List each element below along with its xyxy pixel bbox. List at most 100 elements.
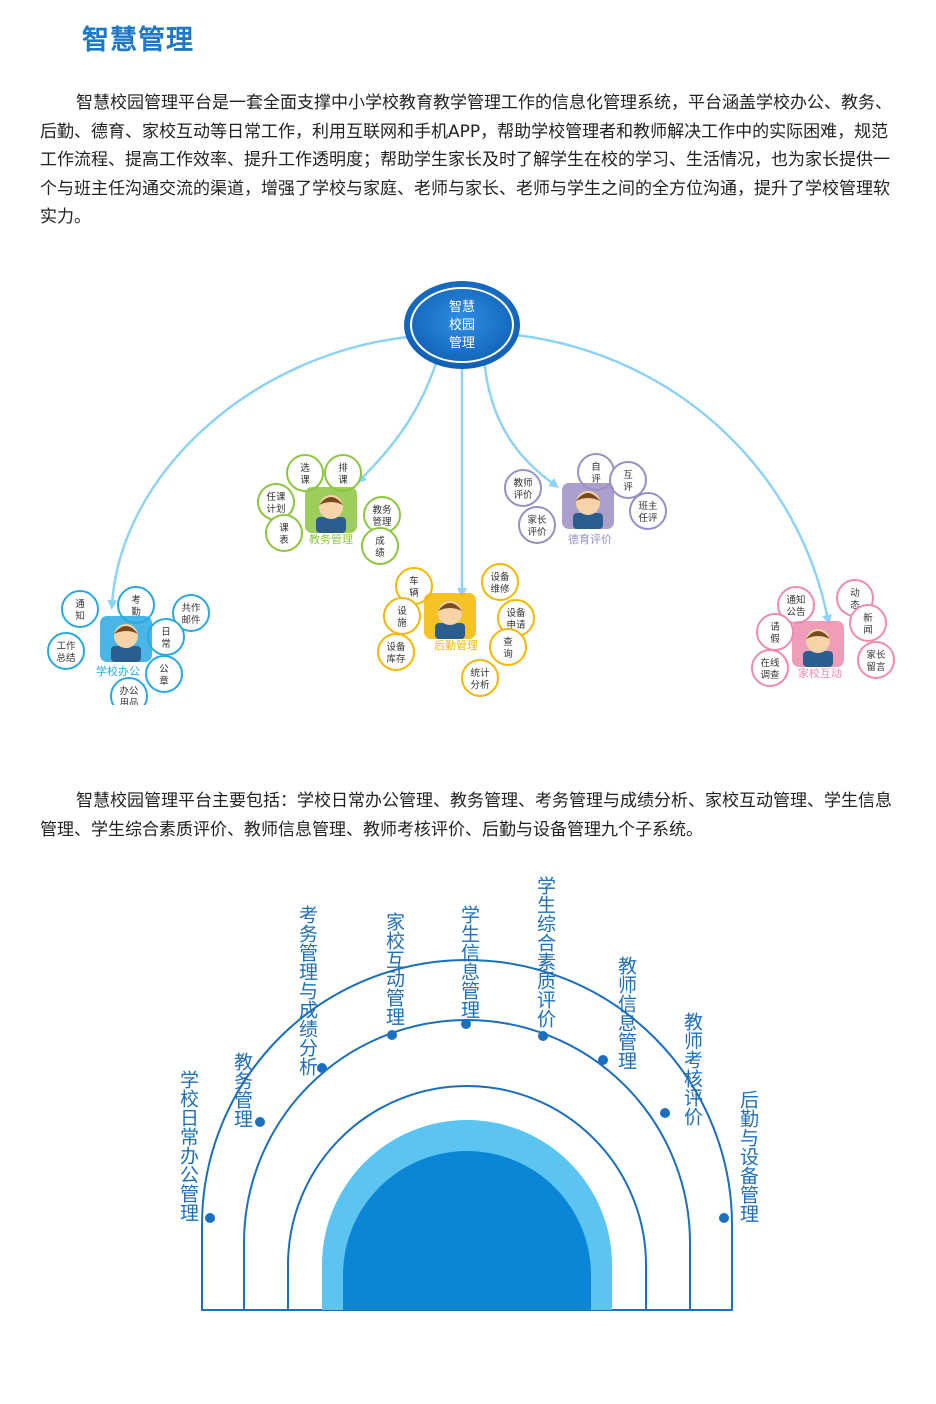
module-1: 选课排课任课计划教务管理课表成绩教务管理	[257, 454, 401, 565]
module-0: 通知考勤共作邮件工作总结日常公章办公用品学校办公	[47, 586, 210, 705]
center-hub-line3: 管理	[449, 336, 475, 351]
module-bubble: 教务管理	[363, 496, 401, 534]
module-label: 德育评价	[568, 532, 612, 546]
bubble-text: 课	[300, 475, 310, 486]
bubble-text: 成	[375, 535, 385, 547]
subsystem-dot	[205, 1213, 215, 1223]
bubble-text: 管理	[372, 516, 392, 528]
center-hub: 智慧 校园 管理	[404, 281, 520, 369]
bubble-text: 调查	[760, 669, 780, 681]
arrow-to-academic	[356, 356, 440, 484]
bubble-text: 互	[623, 470, 633, 481]
bubble-text: 动	[850, 588, 860, 599]
bubble-text: 评价	[513, 490, 533, 501]
arrow-to-office	[107, 335, 409, 610]
bubble-text: 家长	[866, 649, 886, 661]
subsystem-dot	[255, 1117, 265, 1127]
bubble-text: 维修	[490, 583, 510, 595]
bubble-text: 家长	[527, 514, 547, 526]
subsystem-dot	[461, 1019, 471, 1029]
subsystem-label: 教务管理	[231, 1052, 253, 1128]
bubble-text: 申请	[506, 619, 526, 631]
subsystems-paragraph: 智慧校园管理平台主要包括：学校日常办公管理、教务管理、考务管理与成绩分析、家校互…	[40, 791, 892, 840]
intro-paragraph: 智慧校园管理平台是一套全面支撑中小学校教育教学管理工作的信息化管理系统，平台涵盖…	[40, 93, 892, 227]
bubble-text: 课	[338, 475, 348, 486]
subsystems-arch-diagram	[201, 959, 733, 1311]
subsystem-label: 家校互动管理	[383, 912, 405, 1026]
center-hub-line2: 校园	[449, 317, 475, 333]
bubble-text: 工作	[56, 640, 76, 652]
module-bubble: 请假	[756, 613, 794, 651]
bubble-text: 请	[770, 621, 780, 633]
bubble-text: 施	[397, 617, 407, 629]
bubble-text: 态	[850, 599, 860, 611]
bubble-text: 统计	[470, 667, 490, 679]
bubble-text: 询	[503, 648, 513, 660]
bubble-text: 评	[591, 474, 601, 485]
bubble-text: 在线	[760, 657, 780, 669]
module-bubble: 查询	[489, 628, 527, 666]
bubble-text: 章	[159, 675, 169, 687]
bubble-text: 库存	[386, 653, 406, 665]
bubble-text: 任评	[638, 512, 658, 524]
module-bubble: 日常	[147, 618, 185, 656]
person-avatar-icon	[424, 593, 476, 639]
subsystem-dot	[387, 1030, 397, 1040]
bubble-text: 留言	[866, 661, 886, 673]
bubble-text: 设备	[506, 607, 526, 619]
bubble-text: 闻	[863, 625, 873, 636]
module-bubble: 设施	[383, 597, 421, 635]
bubble-text: 计划	[266, 503, 285, 515]
subsystem-label: 学生综合素质评价	[534, 876, 556, 1028]
bubble-text: 设备	[386, 641, 406, 653]
bubble-text: 选	[300, 462, 310, 474]
bubble-text: 自	[591, 461, 601, 473]
subsystem-label: 学校日常办公管理	[177, 1070, 199, 1222]
bubble-text: 班主	[638, 500, 657, 512]
subsystem-label: 考务管理与成绩分析	[296, 905, 318, 1076]
bubble-text: 评价	[527, 527, 547, 538]
module-label: 学校办公	[96, 664, 140, 678]
bubble-text: 勤	[131, 606, 141, 618]
module-bubble: 排课	[324, 454, 362, 492]
bubble-text: 共作	[181, 602, 201, 614]
module-bubble: 通知	[61, 590, 99, 628]
subsystem-label: 教师考核评价	[681, 1012, 703, 1126]
bubble-text: 辆	[409, 587, 419, 599]
bubble-text: 分析	[470, 679, 490, 691]
module-bubble: 新闻	[849, 604, 887, 642]
bubble-text: 设	[397, 606, 407, 617]
subsystem-dot	[317, 1063, 327, 1073]
connector-arrows	[107, 333, 832, 625]
bubble-text: 用品	[119, 698, 138, 705]
bubble-text: 常	[161, 638, 171, 650]
bubble-text: 总结	[56, 652, 75, 664]
page-title: 智慧管理	[82, 25, 194, 56]
arrow-to-moral	[482, 358, 560, 488]
module-3: 教师评价自评互评家长评价班主任评德育评价	[504, 453, 667, 546]
bubble-text: 教师	[513, 477, 532, 489]
arrow-to-homeschool	[515, 333, 832, 625]
module-bubble: 选课	[286, 454, 324, 492]
bubble-text: 教务	[372, 504, 392, 516]
arch-rings	[201, 959, 733, 1311]
subsystem-dot	[598, 1055, 608, 1065]
module-label: 教务管理	[309, 532, 353, 546]
bubble-text: 课	[279, 523, 289, 534]
management-diagram: 智慧 校园 管理 通知考勤共作邮件工作总结日常公章办公用品学校办公选课排课任课计…	[47, 281, 895, 705]
bubble-text: 表	[279, 534, 289, 546]
bubble-text: 考	[131, 595, 141, 606]
bubble-text: 公告	[786, 606, 805, 618]
bubble-text: 车	[409, 575, 419, 587]
bubble-text: 通	[75, 599, 85, 610]
subsystem-dot	[538, 1031, 548, 1041]
